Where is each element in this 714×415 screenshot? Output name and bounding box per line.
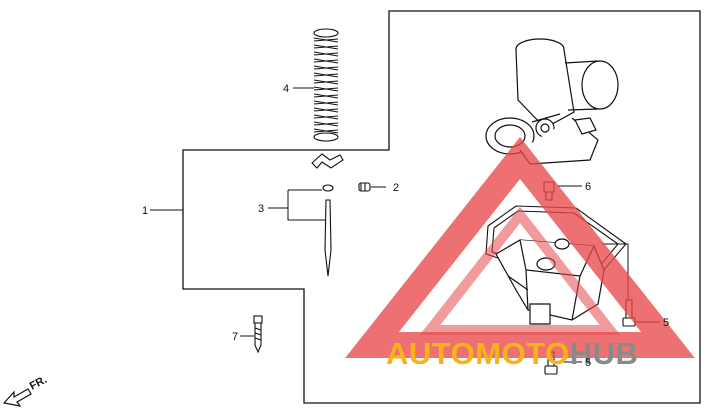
watermark-moto: MOTO (475, 336, 569, 371)
callout-5-right: 5 (663, 317, 669, 329)
jet-needle (322, 184, 334, 277)
callout-1: 1 (142, 205, 148, 217)
front-direction-marker: FR. (2, 374, 49, 407)
arrow-icon (2, 388, 32, 407)
watermark-triangle (345, 137, 695, 358)
watermark: AUTOMOTOHUB (345, 137, 695, 371)
callout-3: 3 (258, 203, 264, 215)
callout-6: 6 (585, 181, 591, 193)
needle-jet-holder (358, 182, 371, 192)
pilot-screw (253, 315, 263, 354)
assembly-outline (182, 10, 701, 404)
callout-2: 2 (393, 182, 399, 194)
carburetor-body (485, 38, 619, 165)
needle-clip (311, 153, 344, 169)
callout-7: 7 (232, 331, 238, 343)
watermark-auto: AUTO (386, 336, 475, 371)
leader-lines (150, 87, 660, 363)
spring-part (313, 28, 339, 142)
watermark-hub: HUB (570, 336, 639, 371)
svg-text:AUTOMOTOHUB: AUTOMOTOHUB (386, 336, 638, 371)
callout-4: 4 (283, 83, 289, 95)
callout-5-bottom: 5 (585, 357, 591, 369)
front-label: FR. (28, 374, 49, 393)
